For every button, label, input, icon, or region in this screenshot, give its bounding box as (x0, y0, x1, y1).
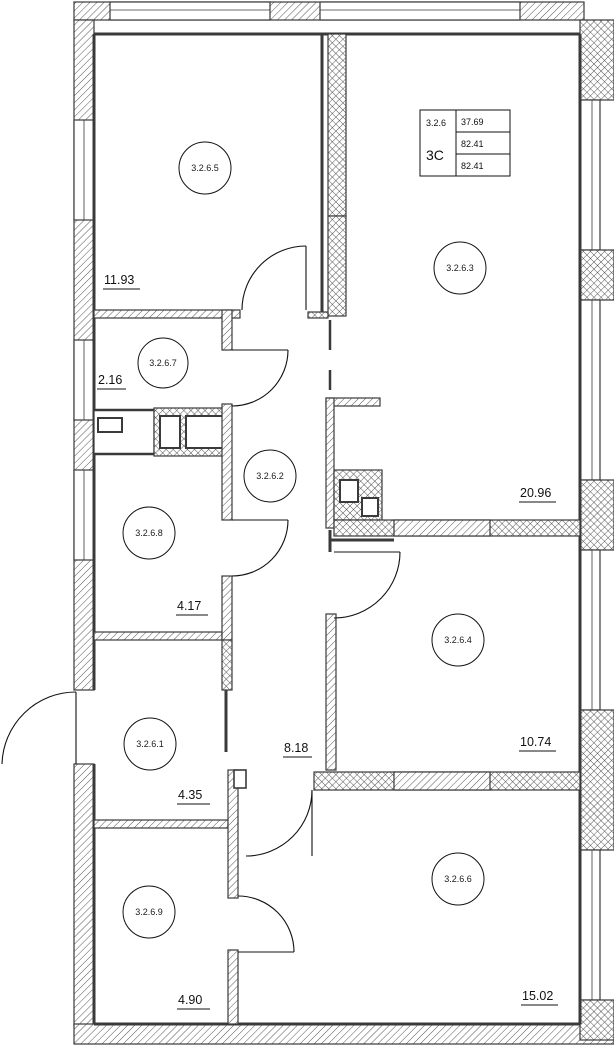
room-number: 3.2.6.6 (444, 874, 472, 884)
room-3-2-6-7: 3.2.6.7 2.16 (97, 337, 189, 390)
room-marker (122, 885, 176, 939)
room-3-2-6-5: 3.2.6.5 11.93 (103, 141, 232, 290)
room-marker (431, 613, 485, 667)
room-3-2-6-3: 3.2.6.3 20.96 (433, 241, 556, 503)
room-area: 4.35 (178, 788, 202, 802)
exterior-walls (73, 1, 614, 1045)
total-area: 82.41 (461, 139, 484, 149)
doors (1, 245, 401, 953)
room-area: 20.96 (520, 486, 551, 500)
room-marker (431, 852, 485, 906)
room-area: 8.18 (284, 741, 308, 755)
interior-walls (93, 33, 581, 1025)
total-area-2: 82.41 (461, 161, 484, 171)
room-3-2-6-1: 3.2.6.1 4.35 (123, 717, 210, 805)
room-area: 10.74 (520, 735, 551, 749)
room-marker (433, 241, 487, 295)
living-area: 37.69 (461, 117, 484, 127)
room-3-2-6-4: 3.2.6.4 10.74 (431, 613, 556, 752)
room-area: 4.90 (178, 993, 202, 1007)
room-marker (178, 141, 232, 195)
apartment-number: 3.2.6 (426, 118, 446, 128)
apartment-type: 3С (426, 147, 444, 163)
room-marker (123, 717, 177, 771)
room-area: 11.93 (104, 273, 134, 287)
room-number: 3.2.6.7 (149, 358, 177, 368)
apartment-info: 3.2.6 3С 37.69 82.41 82.41 (419, 109, 511, 177)
room-marker (122, 506, 176, 560)
room-number: 3.2.6.4 (444, 635, 472, 645)
room-marker (137, 337, 189, 389)
room-area: 2.16 (98, 373, 122, 387)
room-area: 15.02 (522, 989, 553, 1003)
room-3-2-6-9: 3.2.6.9 4.90 (122, 885, 210, 1010)
room-number: 3.2.6.3 (446, 263, 474, 273)
room-area: 4.17 (177, 599, 201, 613)
room-number: 3.2.6.9 (135, 907, 163, 917)
room-number: 3.2.6.1 (136, 739, 164, 749)
room-number: 3.2.6.5 (191, 163, 219, 173)
room-marker (243, 449, 297, 503)
room-number: 3.2.6.8 (135, 528, 163, 538)
room-3-2-6-2: 3.2.6.2 8.18 (243, 449, 312, 758)
room-3-2-6-6: 3.2.6.6 15.02 (431, 852, 558, 1006)
room-3-2-6-8: 3.2.6.8 4.17 (122, 506, 208, 616)
room-number: 3.2.6.2 (256, 471, 284, 481)
